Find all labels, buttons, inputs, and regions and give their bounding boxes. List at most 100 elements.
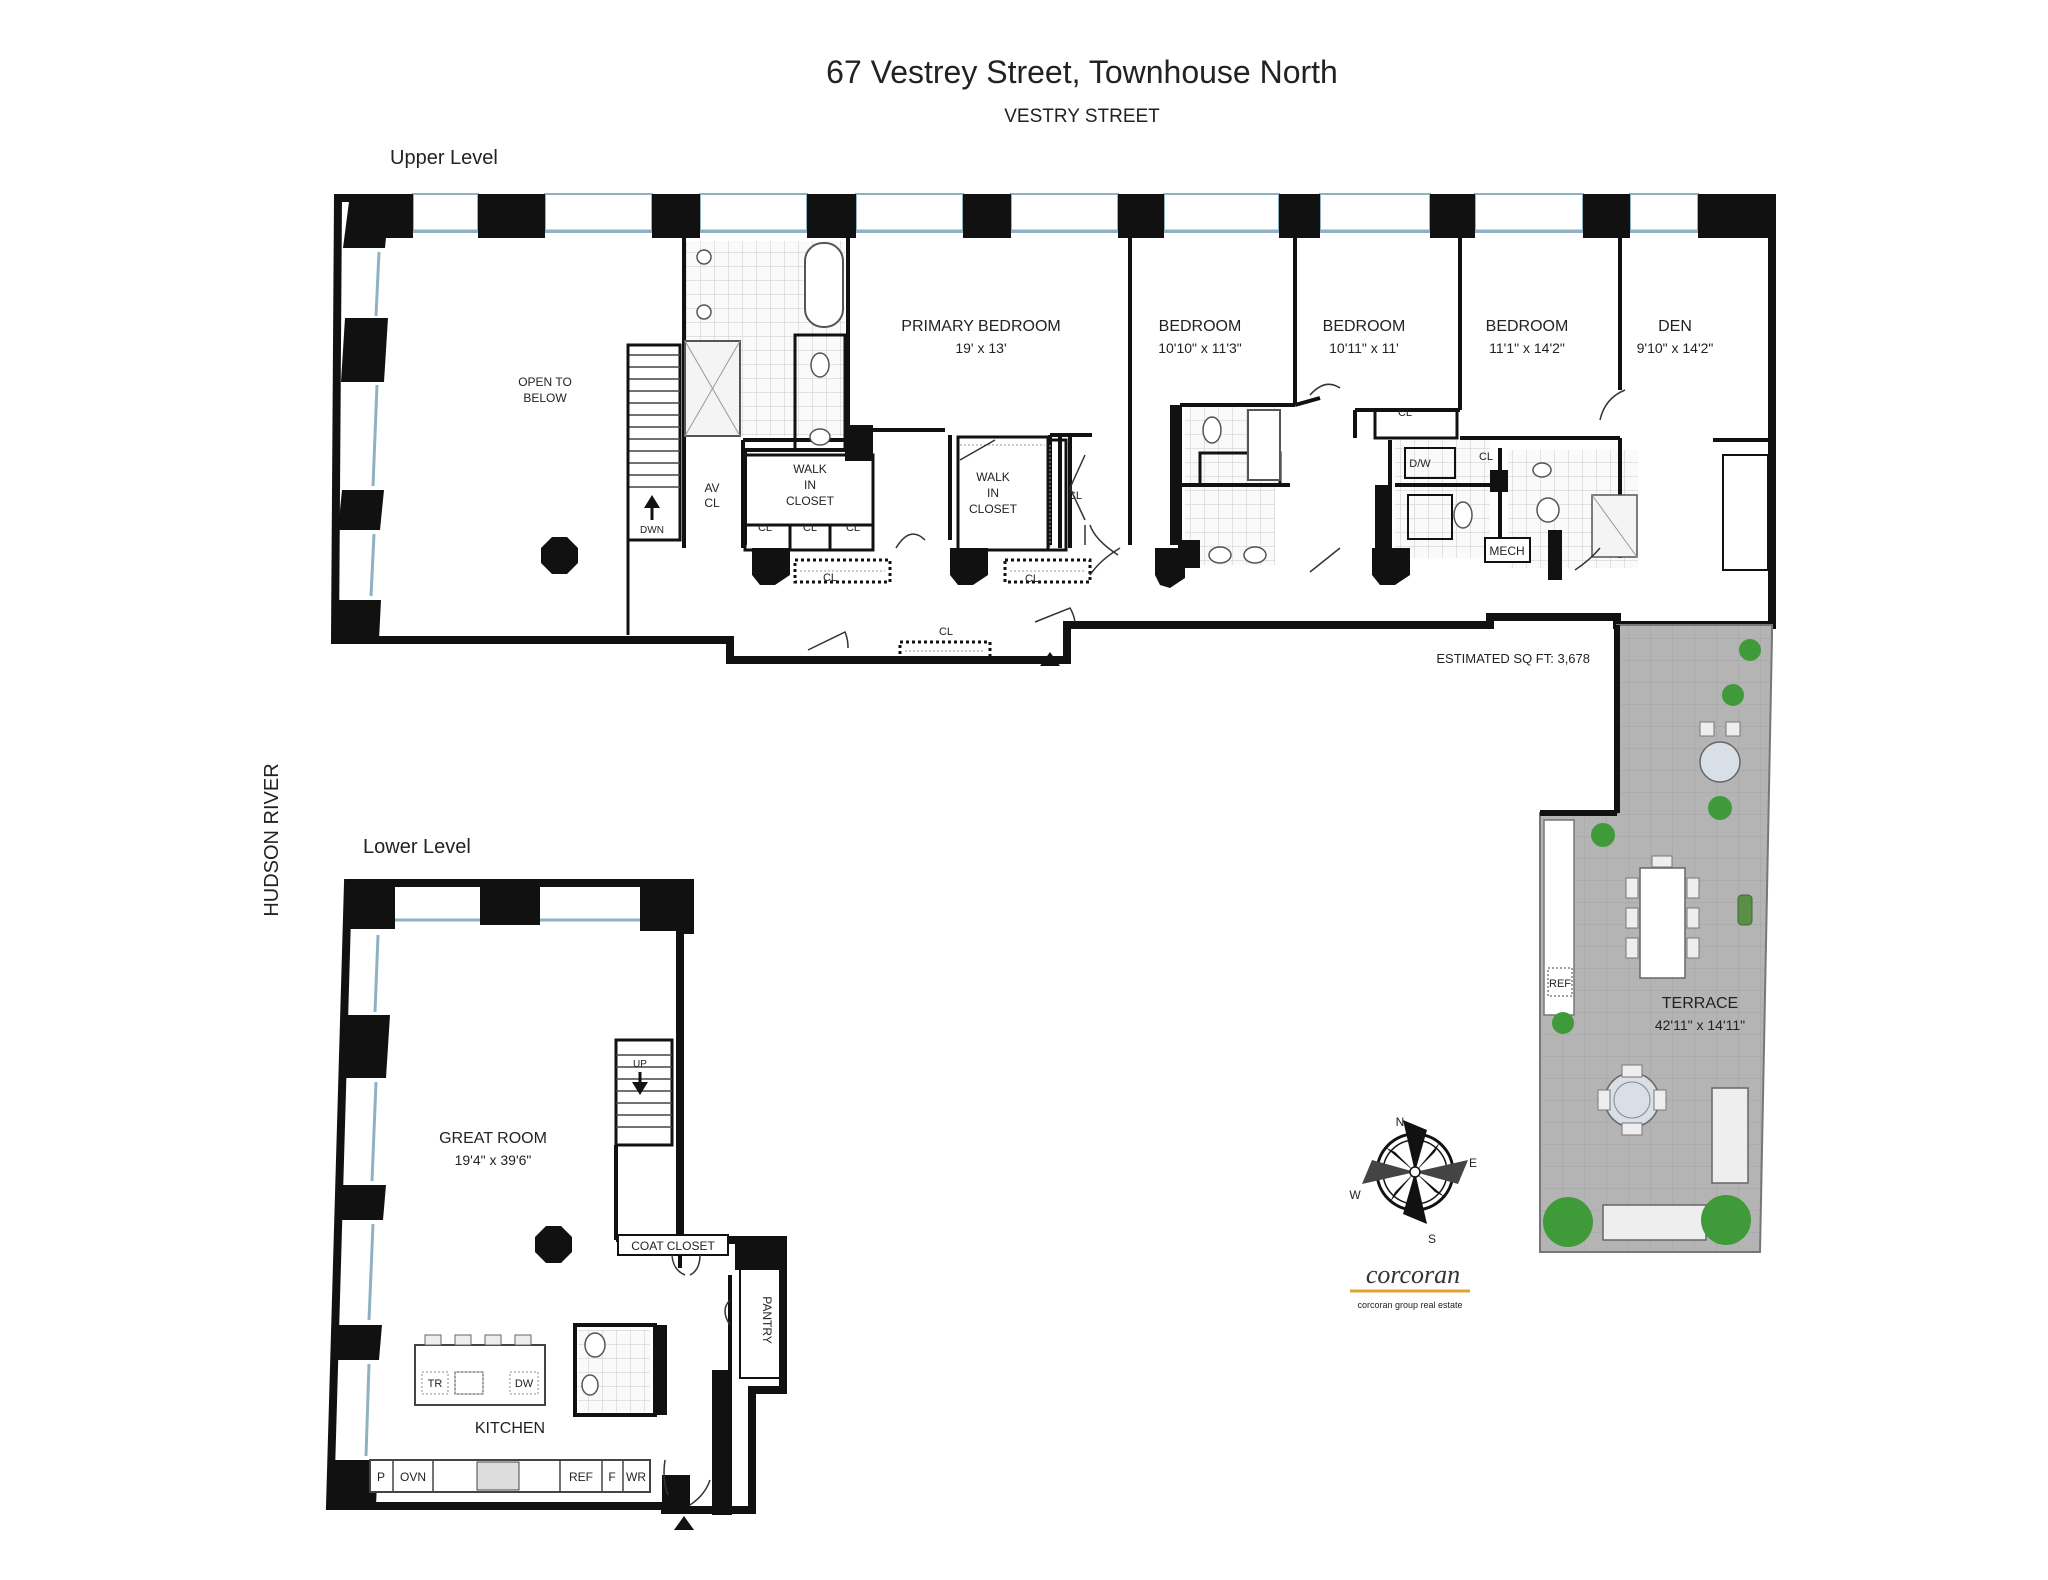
upper-interior-walls [682, 238, 1772, 565]
lower-columns [535, 1226, 783, 1515]
closet-label: CL [1068, 490, 1082, 502]
lower-doors [663, 1254, 731, 1506]
brand-logo: corcoran [1366, 1260, 1460, 1289]
chandelier-icon [541, 537, 578, 574]
cooktop-icon [476, 1461, 520, 1491]
open-to-below-line-2: BELOW [523, 391, 567, 405]
plant-icon [1708, 796, 1732, 820]
closet-label: CL [758, 522, 772, 534]
toilet-icon [1453, 501, 1473, 529]
sink-icon [1532, 462, 1552, 478]
trash-label: TR [428, 1378, 443, 1390]
primary-closet-walls [743, 408, 1769, 662]
mech-room [1484, 537, 1531, 563]
av-closet-line-1: AV [704, 481, 719, 495]
closet-rods [800, 444, 1085, 652]
room-dims-primary-bedroom: 19' x 13' [955, 340, 1006, 356]
coat-closet [617, 1234, 729, 1256]
closet-label: CL [823, 572, 837, 584]
closet-label: CL [939, 626, 953, 638]
room-name-bedroom-3: BEDROOM [1486, 318, 1569, 335]
closet-label: CL [1479, 451, 1493, 463]
plant-icon [1591, 823, 1615, 847]
sink-icon [809, 428, 831, 446]
bedroom-bath-fixtures [1202, 409, 1638, 564]
terrace-sofa [1711, 1087, 1749, 1184]
terrace-name: TERRACE [1662, 995, 1738, 1012]
upper-stair [626, 343, 682, 635]
room-dims-bedroom-3: 11'1" x 14'2" [1489, 340, 1565, 356]
walk-in-closet-2-line-3: CLOSET [969, 502, 1018, 516]
compass-w: W [1349, 1188, 1361, 1202]
upper-level-label: Upper Level [390, 147, 498, 169]
sink-icon [1208, 546, 1232, 564]
upper-outer-wall [330, 194, 1776, 664]
lower-dishwasher-label: DW [515, 1378, 534, 1390]
terrace-sofa [1602, 1204, 1707, 1241]
terrace-planter [1737, 894, 1753, 926]
plan-title: 67 Vestrey Street, Townhouse North [826, 54, 1338, 90]
appliance-freezer-label: F [608, 1470, 615, 1484]
room-name-primary-bedroom: PRIMARY BEDROOM [901, 318, 1060, 335]
bathtub-icon [1247, 409, 1281, 481]
compass-e: E [1469, 1156, 1477, 1170]
appliance-wine-label: WR [626, 1470, 646, 1484]
walk-in-closet-1-line-2: IN [804, 478, 816, 492]
appliance-pantry-label: P [377, 1470, 385, 1484]
primary-bath-fixtures [684, 242, 847, 452]
upper-doors [807, 383, 1626, 651]
toilet-icon [1202, 416, 1222, 444]
terrace-dims: 42'11" x 14'11" [1655, 1017, 1745, 1033]
terrace-round-table [1604, 1072, 1660, 1128]
terrace-plan: REF [1539, 624, 1773, 1253]
room-dims-bedroom-2: 10'11" x 11' [1329, 340, 1399, 356]
plant-icon [1552, 1012, 1574, 1034]
open-to-below-line-1: OPEN TO [518, 375, 572, 389]
closet-label: CL [803, 522, 817, 534]
plant-icon [1722, 684, 1744, 706]
toilet-icon [810, 352, 830, 378]
street-label: VESTRY STREET [1004, 106, 1160, 127]
compass-rose-icon [1362, 1120, 1468, 1224]
room-dims-den: 9'10" x 14'2" [1637, 340, 1714, 356]
lower-stair [614, 1038, 674, 1147]
walk-in-closet-1-line-3: CLOSET [786, 494, 835, 508]
walk-in-closet-2-line-2: IN [987, 486, 999, 500]
upper-left-glass [369, 251, 381, 597]
lower-left-glass [364, 934, 380, 1457]
appliance-oven-label: OVN [400, 1470, 426, 1484]
lower-top-piers [345, 879, 692, 931]
appliance-ref-label: REF [569, 1470, 593, 1484]
room-dims-bedroom-1: 10'10" x 11'3" [1158, 340, 1242, 356]
upper-columns [752, 405, 1562, 588]
lower-level-plan: COAT CLOSET PANTRY UP [325, 879, 787, 1530]
upper-left-piers [335, 194, 390, 640]
terrace-bistro-table [1699, 741, 1741, 783]
coat-closet-label: COAT CLOSET [631, 1239, 715, 1253]
plant-icon [1701, 1195, 1751, 1245]
closet-label: CL [1025, 573, 1039, 585]
sink-icon [581, 1374, 599, 1396]
great-room-name: GREAT ROOM [439, 1130, 547, 1147]
lower-entry-icon [674, 1516, 694, 1530]
upper-level-plan: DWN OPEN TO BELOW [330, 193, 1776, 666]
av-closet-line-2: CL [704, 496, 720, 510]
kitchen-label: KITCHEN [475, 1420, 545, 1437]
compass-s: S [1428, 1232, 1436, 1246]
terrace-ref-label: REF [1549, 978, 1571, 990]
upper-stair-label: DWN [640, 525, 664, 536]
sink-icon [696, 249, 712, 265]
kitchen-island [414, 1334, 546, 1406]
lower-stair-label: UP [633, 1059, 647, 1070]
pantry-label: PANTRY [760, 1296, 774, 1344]
estimated-sqft: ESTIMATED SQ FT: 3,678 [1436, 651, 1590, 666]
plant-icon [1739, 639, 1761, 661]
room-name-bedroom-1: BEDROOM [1159, 318, 1242, 335]
toilet-icon [584, 1332, 606, 1358]
closet-label: CL [846, 522, 860, 534]
mech-label: MECH [1489, 544, 1524, 558]
terrace-plants [1543, 639, 1761, 1247]
closet-label: CL [1398, 407, 1412, 419]
great-room-dims: 19'4" x 39'6" [455, 1152, 532, 1168]
